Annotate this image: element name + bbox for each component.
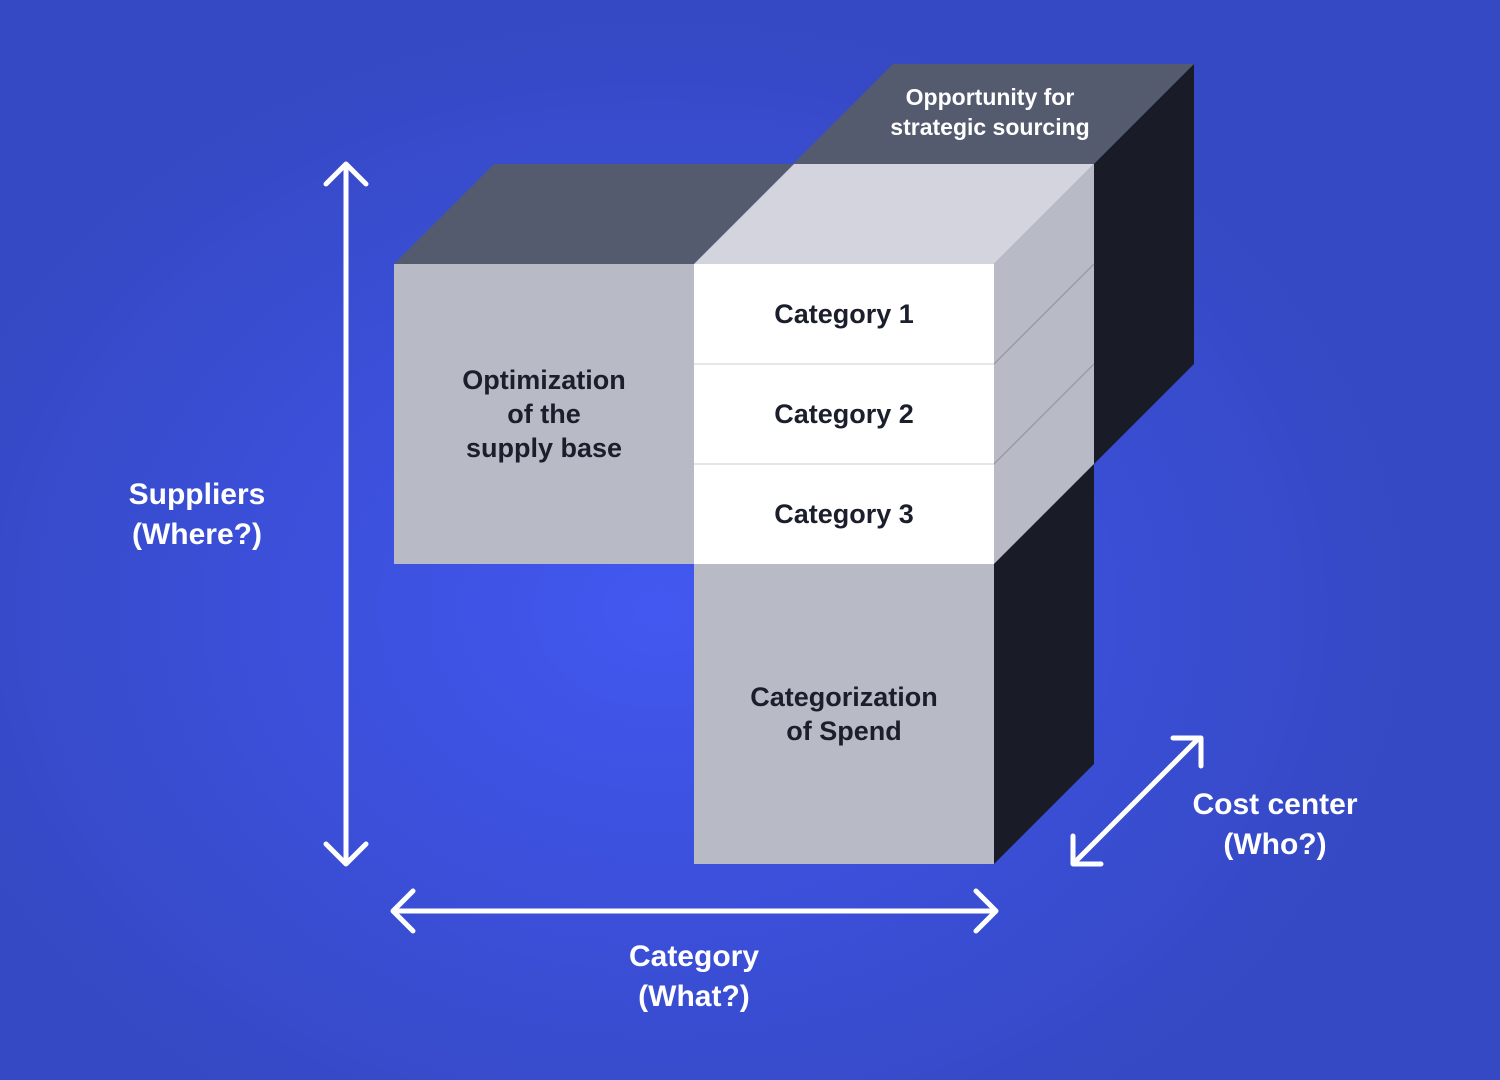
category-2-label: Category 2: [774, 398, 914, 429]
category-3-face: [694, 464, 994, 564]
bottom-block-label: Categorization of Spend: [750, 682, 938, 746]
column-top-face: [694, 164, 1094, 264]
back-top-face: [793, 64, 1194, 164]
category-1-label: Category 1: [774, 298, 914, 329]
category-axis-label: Category (What?): [628, 940, 760, 1013]
suppliers-axis-arrow: [323, 161, 369, 867]
side-divider-1: [993, 263, 1095, 365]
left-block-label: Optimization of the supply base: [462, 365, 626, 463]
top-slab-label: Opportunity for strategic sourcing: [890, 84, 1090, 140]
cost-center-axis-label: Cost center (Who?): [1192, 788, 1358, 861]
cost-center-axis-arrow: [1070, 735, 1204, 867]
suppliers-axis-label: Suppliers (Where?): [128, 478, 266, 551]
category-1-face: [694, 264, 994, 364]
left-block-front-face: [394, 264, 694, 564]
bottom-block-side-face: [994, 464, 1094, 864]
back-side-face: [1094, 64, 1194, 464]
left-block-top-face: [394, 164, 794, 264]
category-3-label: Category 3: [774, 498, 914, 529]
bottom-block-front-face: [694, 564, 994, 864]
column-side-face: [994, 164, 1094, 564]
side-divider-2: [993, 363, 1095, 465]
category-2-face: [694, 364, 994, 464]
category-axis-arrow: [390, 888, 999, 934]
